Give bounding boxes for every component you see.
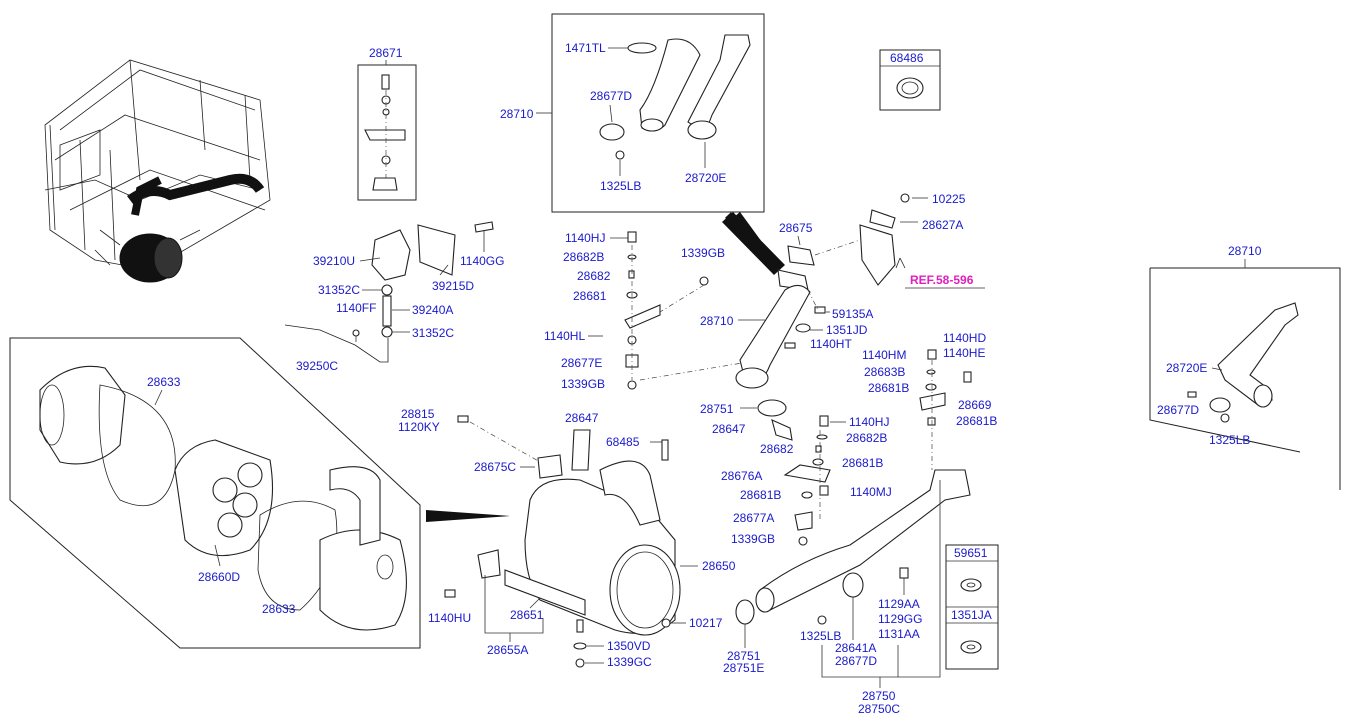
- group-28750-tailpipe: 28751 28751E 1325LB 28641A 28677D 1129AA…: [723, 469, 971, 716]
- label-10225: 10225: [932, 192, 966, 206]
- label-28710-right: 28710: [1228, 244, 1262, 258]
- label-1350VD: 1350VD: [607, 639, 651, 653]
- label-1339GC: 1339GC: [607, 655, 652, 669]
- label-28683B: 28683B: [864, 365, 905, 379]
- label-1471TL: 1471TL: [565, 41, 606, 55]
- label-28677D-top: 28677D: [590, 89, 632, 103]
- label-28681-a: 28681: [573, 289, 607, 303]
- label-68486: 68486: [890, 51, 924, 65]
- label-10217: 10217: [689, 616, 723, 630]
- label-1120KY: 1120KY: [398, 420, 440, 434]
- label-1140HJ-a: 1140HJ: [565, 231, 605, 245]
- label-28682B-a: 28682B: [563, 250, 604, 264]
- label-1325LB-mid: 1325LB: [800, 629, 841, 643]
- label-28633-a: 28633: [147, 375, 181, 389]
- label-28750: 28750: [862, 689, 896, 703]
- label-28647-b: 28647: [565, 411, 599, 425]
- label-28710-mid: 28710: [700, 314, 734, 328]
- label-28675C: 28675C: [474, 460, 516, 474]
- label-1140HT: 1140HT: [810, 337, 852, 351]
- group-28710-right: 28710 28720E 28677D 1325LB: [1149, 244, 1341, 490]
- label-59651: 59651: [954, 546, 988, 560]
- label-31352C-b: 31352C: [412, 326, 454, 340]
- reference-58-596[interactable]: REF.58-596: [910, 273, 974, 287]
- label-28651: 28651: [510, 608, 544, 622]
- label-1351JA: 1351JA: [951, 608, 992, 622]
- label-28682-b: 28682: [760, 442, 794, 456]
- label-1140HD: 1140HD: [943, 331, 986, 345]
- label-28660D: 28660D: [198, 570, 240, 584]
- label-28650: 28650: [702, 559, 736, 573]
- group-flex-hardware: 28751 28647 28682 1140HJ 28682B 28681B 2…: [700, 399, 892, 546]
- label-28751E: 28751E: [723, 661, 764, 675]
- label-59135A: 59135A: [832, 307, 873, 321]
- label-28677A: 28677A: [733, 511, 774, 525]
- label-28720E-top: 28720E: [685, 171, 726, 185]
- label-68485: 68485: [606, 435, 640, 449]
- label-1351JD: 1351JD: [826, 323, 868, 337]
- label-28681B-d: 28681B: [740, 488, 781, 502]
- label-1131AA: 1131AA: [878, 627, 920, 641]
- label-28682-a: 28682: [577, 269, 611, 283]
- group-59651-1351JA: 59651 1351JA: [945, 544, 999, 670]
- label-28633-b: 28633: [262, 602, 296, 616]
- label-1140MJ: 1140MJ: [850, 485, 892, 499]
- arrow-to-downpipe: [728, 212, 775, 260]
- label-28677D-mid: 28677D: [835, 654, 877, 668]
- label-28720E-right: 28720E: [1166, 361, 1207, 375]
- label-1140FF: 1140FF: [336, 301, 376, 315]
- label-1339GB-b: 1339GB: [681, 246, 725, 260]
- group-mid-hardware: 1140HJ 28682B 28682 28681 1140HL 28677E …: [544, 231, 761, 391]
- label-1140HL: 1140HL: [544, 329, 585, 343]
- label-1129GG: 1129GG: [878, 612, 922, 626]
- label-28627A: 28627A: [922, 218, 963, 232]
- label-28751-a: 28751: [700, 402, 734, 416]
- label-28647-a: 28647: [712, 422, 746, 436]
- label-1140HJ-b: 1140HJ: [849, 415, 889, 429]
- label-28655A: 28655A: [487, 643, 528, 657]
- group-right-hardware: 1140HM 1140HD 1140HE 28683B 28681B 28669…: [862, 331, 997, 470]
- group-28671: 28671: [357, 46, 417, 201]
- group-39210U: 39210U 39215D 1140GG 31352C 1140FF 39240…: [284, 221, 504, 373]
- label-28751-b: 28751: [727, 649, 761, 663]
- label-28815: 28815: [401, 407, 435, 421]
- label-1140HM: 1140HM: [862, 348, 906, 362]
- label-28682B-b: 28682B: [846, 431, 887, 445]
- label-28681B-a: 28681B: [868, 381, 909, 395]
- chassis-overview-illustration: [44, 59, 271, 283]
- label-28671: 28671: [369, 46, 403, 60]
- label-1129AA: 1129AA: [878, 597, 920, 611]
- label-1140HE: 1140HE: [943, 346, 985, 360]
- label-39240A: 39240A: [412, 303, 453, 317]
- group-28710-top: 28710 1471TL 28677D 1325LB 28720E: [500, 13, 765, 213]
- label-1325LB-top: 1325LB: [600, 179, 641, 193]
- label-28669: 28669: [958, 398, 992, 412]
- label-1140HU: 1140HU: [428, 611, 471, 625]
- label-28750C: 28750C: [858, 702, 900, 716]
- label-28677D-right: 28677D: [1157, 403, 1199, 417]
- label-31352C-a: 31352C: [318, 283, 360, 297]
- label-39215D: 39215D: [432, 279, 474, 293]
- label-28710-top: 28710: [500, 107, 534, 121]
- label-1325LB-right: 1325LB: [1209, 433, 1250, 447]
- label-39210U: 39210U: [313, 254, 355, 268]
- label-28681B-b: 28681B: [956, 414, 997, 428]
- label-1140GG: 1140GG: [460, 254, 504, 268]
- group-68486: 68486: [879, 49, 941, 111]
- label-39250C: 39250C: [296, 359, 338, 373]
- label-28677E: 28677E: [561, 356, 602, 370]
- label-1339GB-c: 1339GB: [731, 532, 775, 546]
- arrow-to-muffler: [426, 510, 510, 522]
- group-muffler-exploded: 28633 28660D 28633: [9, 337, 421, 649]
- label-28675: 28675: [779, 221, 813, 235]
- label-1339GB-a: 1339GB: [561, 377, 605, 391]
- label-28676A: 28676A: [721, 469, 762, 483]
- group-28650-muffler: 28815 1120KY 28647 68485 28675C 28650 11…: [398, 407, 736, 669]
- label-28681B-c: 28681B: [842, 456, 883, 470]
- label-28641A: 28641A: [835, 641, 876, 655]
